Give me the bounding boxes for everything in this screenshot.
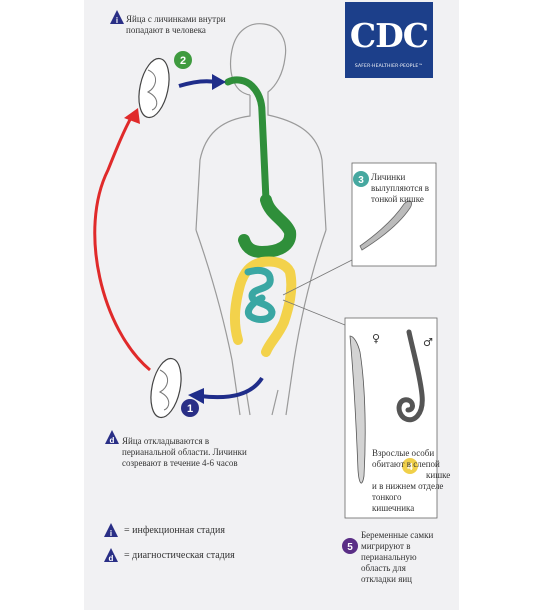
svg-text:d: d	[110, 436, 115, 445]
svg-text:d: d	[109, 554, 114, 563]
infective-stage-icon: i	[110, 10, 124, 25]
diagnostic-stage-icon: d	[105, 430, 119, 445]
svg-text:2: 2	[180, 55, 186, 67]
legend-diagnostic-label: = диагностическая стадия	[124, 550, 235, 561]
svg-text:5: 5	[347, 542, 353, 553]
step-d-label: Яйца откладываются в перианальной област…	[122, 436, 247, 468]
egg-bottom	[150, 357, 182, 419]
svg-text:4: 4	[407, 462, 413, 473]
step-4-label-after: кишке и в нижнем отделе тонкого кишечник…	[372, 470, 451, 513]
male-symbol: ♂	[423, 336, 433, 349]
step-2-label: Яйца с личинками внутри попадают в челов…	[126, 14, 226, 35]
svg-text:i: i	[116, 16, 118, 25]
legend-infective-label: = инфекционная стадия	[124, 525, 225, 536]
arrow-reinfection	[93, 108, 151, 372]
female-worm	[349, 335, 366, 484]
arrow-migration	[188, 376, 264, 404]
step-5-marker: 5	[342, 538, 358, 554]
svg-text:i: i	[110, 529, 112, 538]
arrow-ingestion	[178, 74, 226, 90]
step-1-marker: 1	[181, 399, 199, 417]
legend-diagnostic-icon: d	[104, 548, 118, 563]
small-intestine	[244, 266, 276, 323]
digestive-tract-upper	[224, 76, 297, 259]
step-5-label: Беременные самки мигрируют в перианальну…	[361, 530, 434, 584]
step-2-marker: 2	[174, 51, 192, 69]
svg-text:3: 3	[358, 175, 364, 186]
female-symbol: ♀	[372, 332, 380, 345]
cdc-logo: CDC SAFER·HEALTHIER·PEOPLE™	[345, 2, 433, 78]
human-body-outline	[195, 23, 327, 416]
larva-worm	[359, 200, 412, 251]
step-4-marker: 4	[402, 458, 418, 474]
male-worm	[396, 329, 425, 423]
cdc-logo-text: CDC	[349, 16, 429, 55]
cdc-tagline: SAFER·HEALTHIER·PEOPLE™	[354, 64, 424, 69]
large-intestine	[229, 256, 297, 357]
step-3-label: Личинки вылупляются в тонкой кишке	[371, 172, 430, 204]
callout-lines	[282, 259, 353, 326]
step-3-marker: 3	[353, 171, 369, 187]
egg-top	[138, 57, 170, 119]
step-4-label-before: Взрослые особи обитают в слепой	[372, 448, 440, 469]
svg-text:1: 1	[187, 403, 193, 415]
legend-infective-icon: i	[104, 523, 118, 538]
